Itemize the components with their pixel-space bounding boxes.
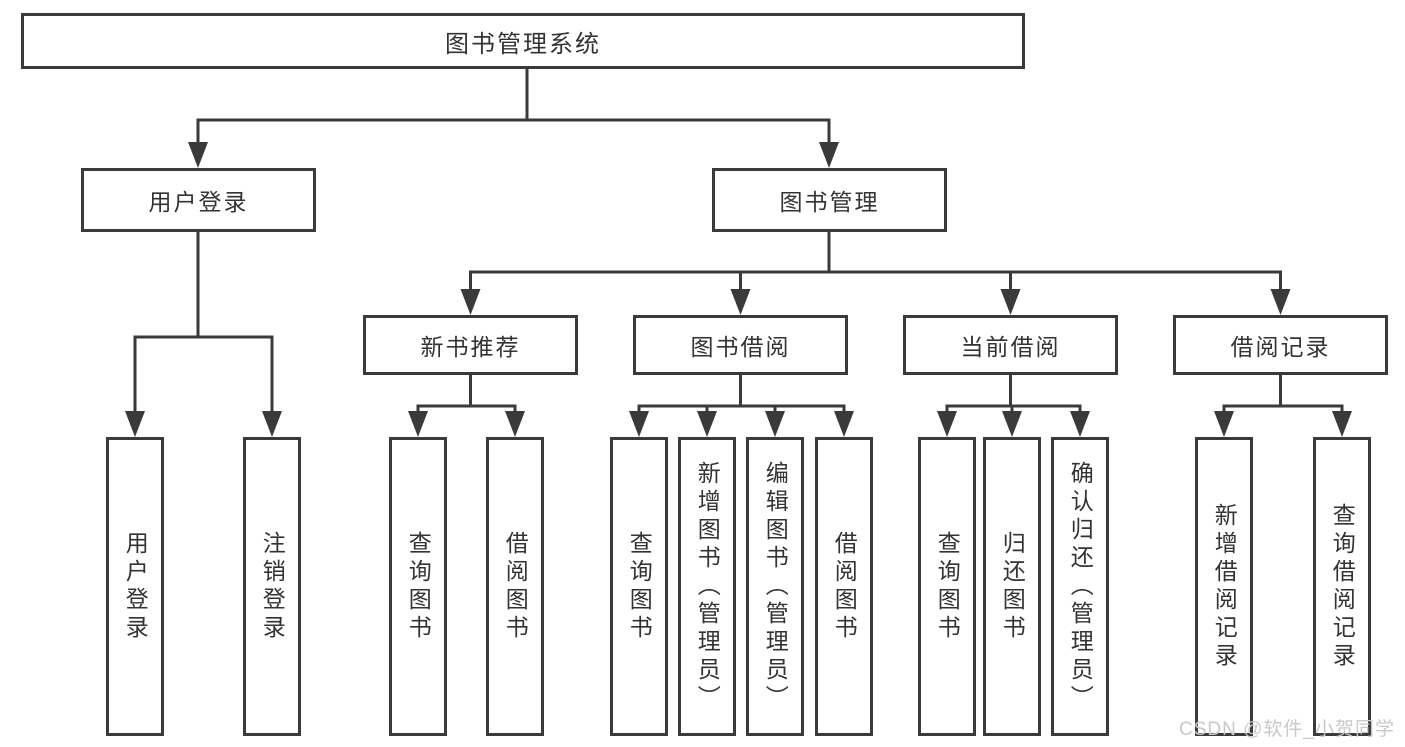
node-label: 查询借阅记录 [1329,502,1356,671]
node-label: 查询图书 [405,530,432,643]
leaf-query-book-3: 查询图书 [918,437,976,736]
leaf-add-book-admin: 新增图书（管理员） [678,437,736,736]
node-label: 用户登录 [148,189,249,215]
node-label: 新增图书（管理员） [694,460,721,713]
node-label: 新书推荐 [420,334,521,360]
node-label: 查询图书 [934,530,961,643]
leaf-add-borrow-record: 新增借阅记录 [1195,437,1253,736]
node-label: 图书管理系统 [445,30,601,58]
connector-borrowrecord-to-leaves [1214,375,1352,437]
leaf-return-book: 归还图书 [983,437,1041,736]
leaf-user-login: 用户登录 [106,437,164,736]
leaf-query-book-2: 查询图书 [610,437,668,736]
node-label: 确认归还（管理员） [1067,460,1094,713]
node-borrow-record: 借阅记录 [1173,315,1388,375]
node-label: 借阅记录 [1230,334,1331,360]
node-label: 注销登录 [259,530,286,643]
leaf-logout: 注销登录 [243,437,301,736]
node-label: 编辑图书（管理员） [762,460,789,713]
csdn-watermark: CSDN @软件_小贺同学 [1179,719,1395,740]
node-label: 查询图书 [626,530,653,643]
node-current-borrow: 当前借阅 [903,315,1118,375]
node-label: 用户登录 [122,530,149,643]
node-label: 借阅图书 [831,530,858,643]
node-label: 图书管理 [779,189,880,215]
node-label: 当前借阅 [960,334,1061,360]
connector-currentborrow-to-leaves [937,375,1090,437]
leaf-confirm-return-admin: 确认归还（管理员） [1051,437,1109,736]
node-label: 新增借阅记录 [1211,502,1238,671]
node-book-borrow: 图书借阅 [633,315,848,375]
leaf-borrow-book-1: 借阅图书 [486,437,544,736]
node-label: 图书借阅 [690,334,791,360]
connector-bookmgmt-to-level3 [460,232,1291,315]
node-library-management-system: 图书管理系统 [21,13,1025,69]
node-label: 归还图书 [999,530,1026,643]
connector-userlogin-to-leaves [125,232,282,437]
connector-newbook-to-leaves [408,375,525,437]
leaf-query-borrow-record: 查询借阅记录 [1313,437,1371,736]
leaf-query-book-1: 查询图书 [389,437,447,736]
connector-root-to-level2 [188,69,839,168]
node-label: 借阅图书 [502,530,529,643]
leaf-borrow-book-2: 借阅图书 [815,437,873,736]
node-new-book-recommend: 新书推荐 [363,315,578,375]
node-book-management: 图书管理 [712,168,947,232]
leaf-edit-book-admin: 编辑图书（管理员） [746,437,804,736]
connector-bookborrow-to-leaves [629,375,854,437]
node-user-login: 用户登录 [81,168,316,232]
